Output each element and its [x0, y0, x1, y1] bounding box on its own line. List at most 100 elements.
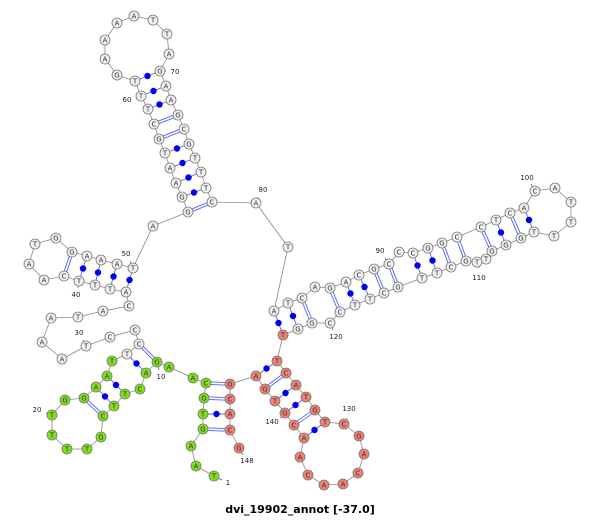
- nucleotide-45: [50, 232, 62, 244]
- nucleotide-96: [475, 221, 487, 233]
- base-pair-dot: [263, 365, 270, 372]
- nucleotide-letter: A: [151, 223, 156, 231]
- nucleotide-68: [161, 28, 173, 40]
- base-pair-dot: [525, 216, 533, 224]
- nucleotide-79: [206, 196, 218, 208]
- nucleotide-143: [250, 370, 262, 382]
- nucleotide-113: [431, 267, 443, 279]
- nucleotide-122: [292, 323, 304, 335]
- nucleotide-letter: T: [367, 296, 373, 304]
- nucleotide-73: [172, 109, 184, 121]
- nucleotide-letter: T: [49, 412, 55, 420]
- nucleotide-letter: C: [387, 261, 392, 269]
- nucleotide-99: [518, 202, 530, 214]
- nucleotide-111: [460, 255, 472, 267]
- nucleotide-letter: G: [371, 266, 376, 274]
- nucleotide-letter: A: [103, 56, 108, 64]
- nucleotide-61: [129, 75, 141, 87]
- nucleotide-90: [383, 258, 395, 270]
- nucleotide-letter: T: [64, 446, 70, 454]
- nucleotide-32: [36, 336, 48, 348]
- nucleotide-letter: A: [553, 185, 558, 193]
- nucleotide-136: [302, 469, 314, 481]
- nucleotide-letter: C: [133, 327, 138, 335]
- nucleotide-66: [128, 10, 140, 22]
- nucleotide-letter: G: [98, 434, 103, 442]
- nucleotide-letter: G: [69, 249, 74, 257]
- nucleotide-letter: A: [294, 382, 299, 390]
- nucleotide-letter: C: [479, 224, 484, 232]
- nucleotide-39: [89, 279, 101, 291]
- nucleotide-75: [183, 138, 195, 150]
- nucleotide-letter: C: [508, 210, 513, 218]
- nucleotide-letter: A: [60, 356, 65, 364]
- nucleotide-letter: C: [300, 295, 305, 303]
- nucleotide-70: [154, 65, 166, 77]
- position-label: 140: [265, 418, 278, 426]
- nucleotide-146: [224, 408, 236, 420]
- nucleotide-148: [233, 442, 245, 454]
- nucleotide-56: [159, 147, 171, 159]
- nucleotide-33: [45, 312, 57, 324]
- nucleotide-letter: T: [49, 432, 55, 440]
- base-pair-dot: [179, 159, 186, 167]
- nucleotide-letter: A: [85, 253, 90, 261]
- nucleotide-letter: T: [200, 411, 206, 419]
- nucleotide-letter: A: [302, 435, 307, 443]
- nucleotide-18: [61, 443, 73, 455]
- nucleotide-9: [163, 361, 175, 373]
- nucleotide-35: [97, 305, 109, 317]
- base-pair-dot: [185, 174, 192, 181]
- nucleotide-letter: G: [227, 381, 232, 389]
- nucleotide-letter: A: [101, 308, 106, 316]
- nucleotide-24: [101, 370, 113, 382]
- nucleotide-52: [182, 206, 194, 218]
- nucleotide-125: [280, 367, 292, 379]
- nucleotide-105: [528, 226, 540, 238]
- nucleotide-76: [189, 152, 201, 164]
- nucleotide-letter: T: [164, 31, 170, 39]
- base-pair-dot: [79, 265, 87, 272]
- nucleotide-11: [140, 367, 152, 379]
- nucleotide-81: [282, 241, 294, 253]
- nucleotide-letter: G: [179, 194, 184, 202]
- nucleotide-letter: C: [62, 273, 67, 281]
- nucleotide-64: [99, 34, 111, 46]
- nucleotide-36: [123, 300, 135, 312]
- nucleotide-51: [147, 220, 159, 232]
- nucleotide-letter: A: [228, 411, 233, 419]
- nucleotide-letter: T: [568, 199, 574, 207]
- nucleotide-letter: T: [83, 343, 89, 351]
- position-label: 40: [72, 291, 81, 299]
- nucleotide-2: [190, 460, 202, 472]
- nucleotide-31: [56, 353, 68, 365]
- backbone-link: [132, 225, 154, 269]
- nucleotide-letter: C: [449, 264, 454, 272]
- base-pair-dot: [156, 101, 163, 108]
- base-pair-dot: [101, 393, 109, 400]
- nucleotide-42: [38, 274, 50, 286]
- base-pair-dot: [414, 262, 421, 269]
- base-pair-dot: [497, 229, 505, 236]
- nucleotide-57: [153, 133, 165, 145]
- base-pair-dot: [347, 290, 354, 297]
- nucleotide-letter: G: [186, 141, 191, 149]
- base-pair-dot: [282, 389, 289, 397]
- base-pair-dot: [311, 426, 318, 434]
- nucleotide-letter: G: [62, 397, 67, 405]
- nucleotide-letter: C: [357, 272, 362, 280]
- nucleotide-letter: T: [75, 314, 81, 322]
- nucleotide-letter: G: [518, 235, 523, 243]
- nucleotide-letter: A: [132, 13, 137, 21]
- nucleotide-86: [324, 282, 336, 294]
- nucleotide-letter: A: [254, 373, 259, 381]
- nucleotide-14: [108, 400, 120, 412]
- nucleotide-102: [565, 196, 577, 208]
- nucleotide-137: [294, 451, 306, 463]
- nucleotide-115: [392, 281, 404, 293]
- nucleotide-letter: A: [167, 364, 172, 372]
- position-label: 100: [520, 174, 533, 182]
- nucleotide-55: [164, 162, 176, 174]
- nucleotide-letter: C: [342, 421, 347, 429]
- nucleotide-letter: A: [168, 165, 173, 173]
